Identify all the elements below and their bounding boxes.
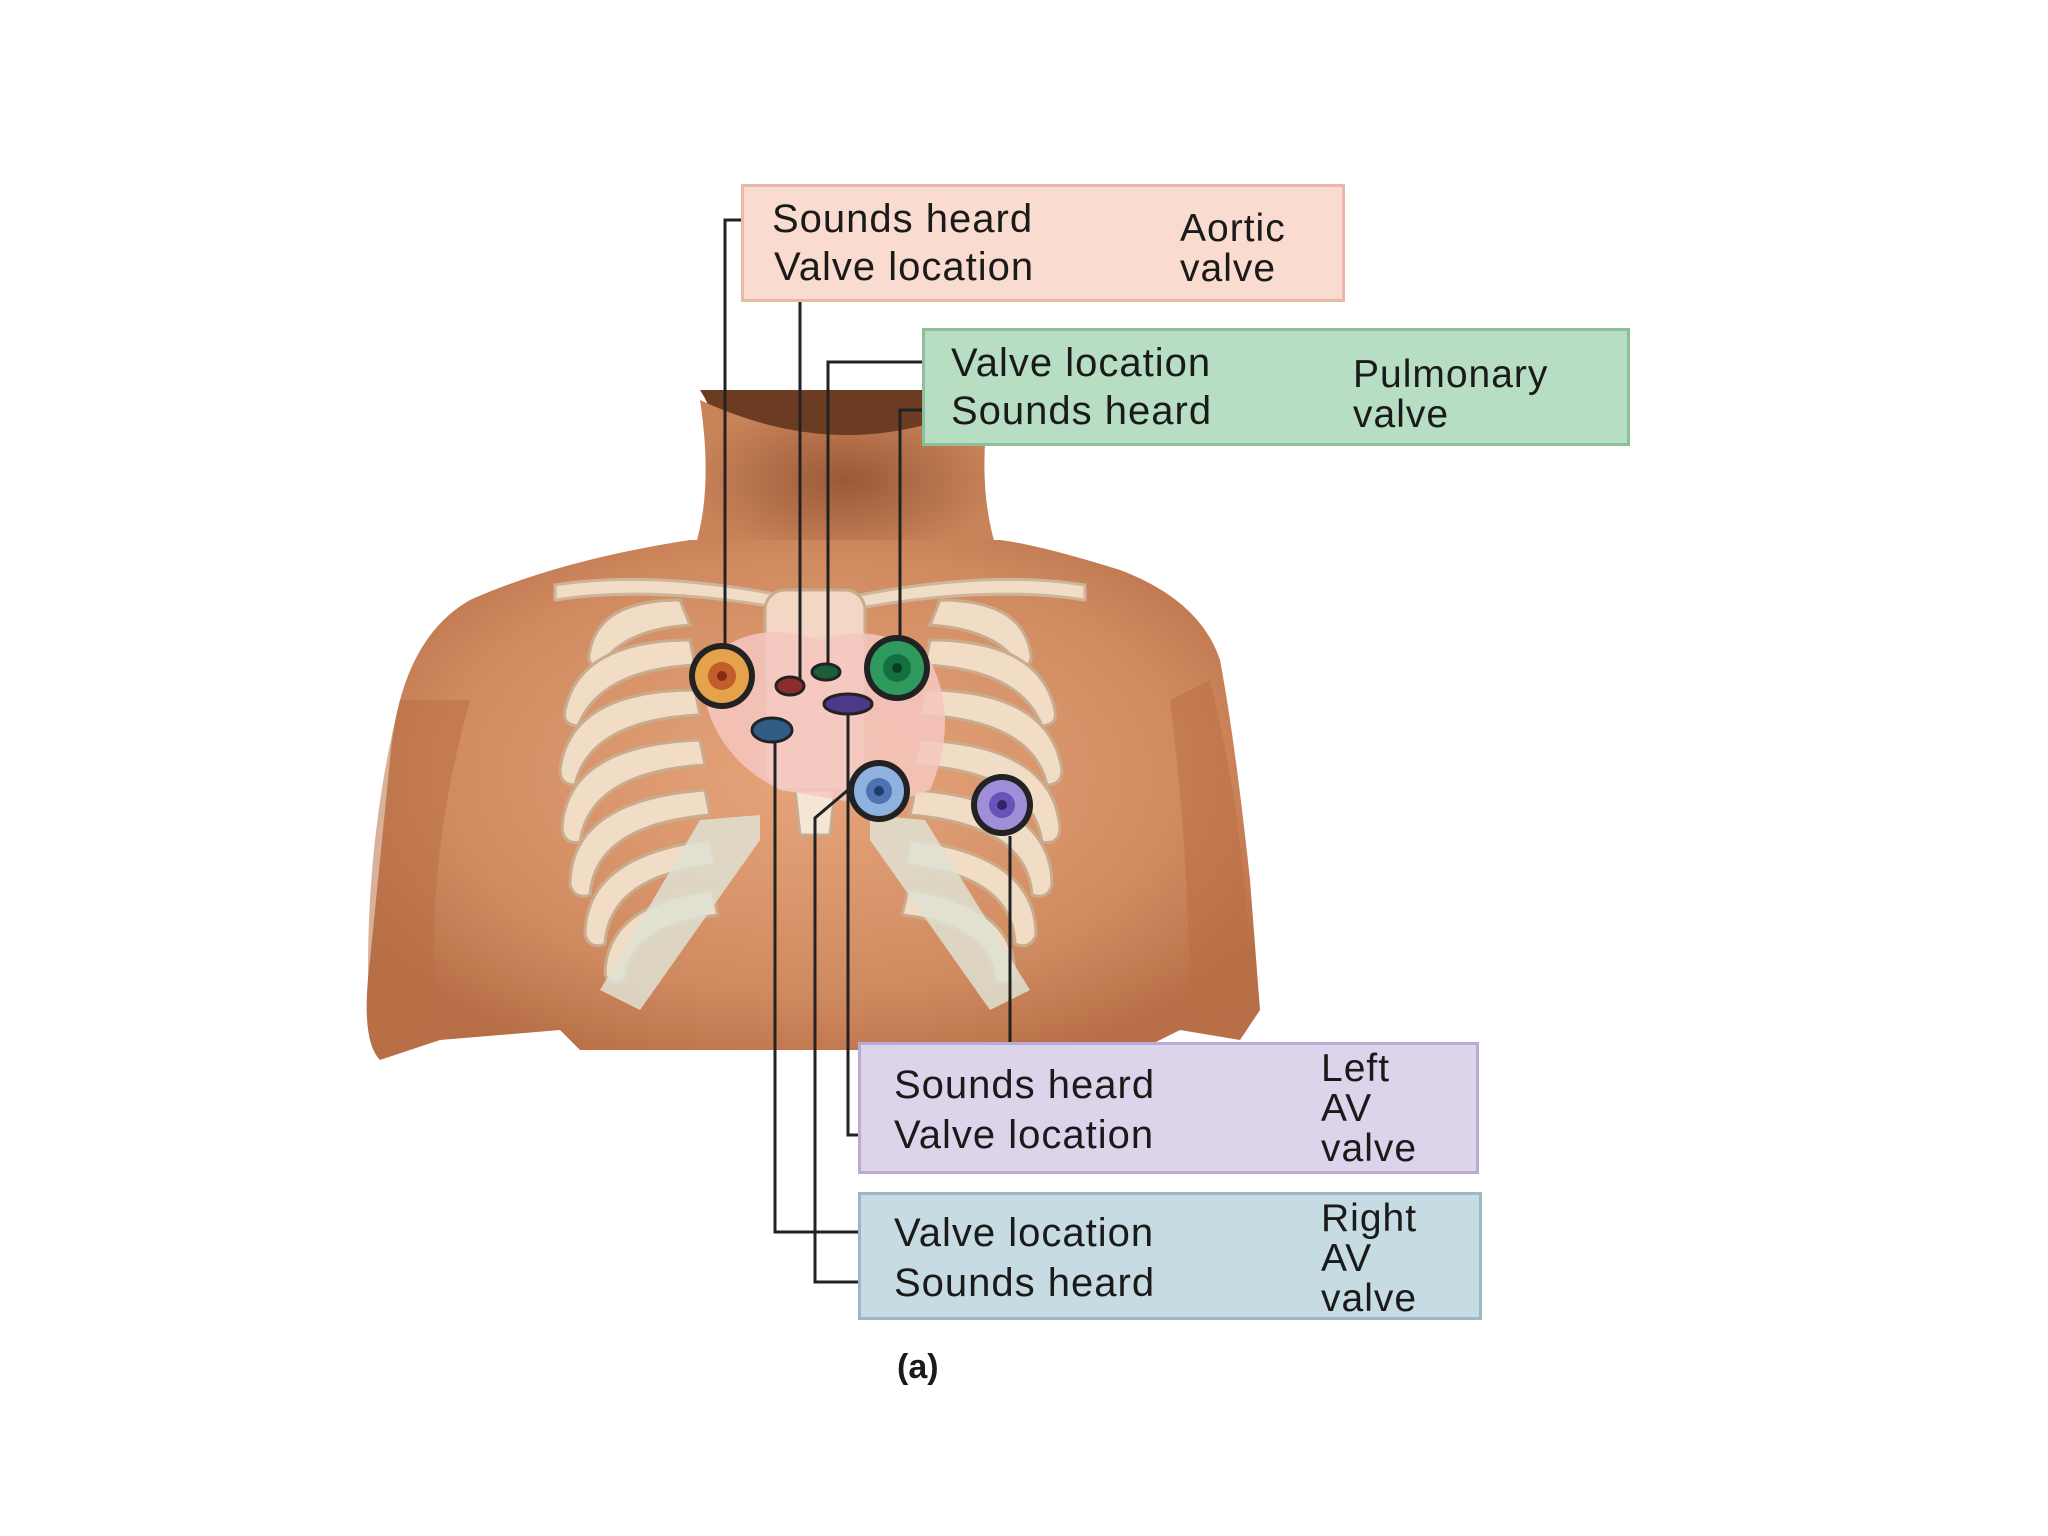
left-av-valve-name: Left AV valve <box>1321 1047 1418 1170</box>
pulmonary-sound-point <box>864 635 930 701</box>
left-av-sound-point <box>971 774 1033 836</box>
right-av-sound-point <box>848 760 910 822</box>
costal-cartilage <box>600 815 1030 1010</box>
aortic-sound-point <box>689 643 755 709</box>
right-av-sounds-heard-text: Sounds heard <box>894 1261 1156 1305</box>
left-av-valve-label: Sounds heard Valve location Left AV valv… <box>858 1042 1479 1174</box>
right-av-valve-location-text: Valve location <box>894 1211 1155 1255</box>
right-av-valve-name: Right AV valve <box>1321 1197 1418 1320</box>
aortic-valve-location <box>774 675 806 697</box>
right-av-valve-label: Valve location Sounds heard Right AV val… <box>858 1192 1482 1320</box>
auscultation-points <box>689 635 1033 836</box>
left-av-valve-location-text: Valve location <box>894 1113 1155 1157</box>
right-av-valve-location <box>750 716 794 744</box>
left-av-sounds-heard-text: Sounds heard <box>894 1063 1156 1107</box>
pulmonary-valve-location-text: Valve location <box>951 341 1212 385</box>
leader-lines <box>723 218 1012 1284</box>
aortic-valve-location-text: Valve location <box>774 245 1035 289</box>
pulmonary-sounds-heard-text: Sounds heard <box>951 389 1213 433</box>
pulmonary-valve-name: Pulmonary valve <box>1353 353 1549 436</box>
left-av-valve-location <box>822 692 874 716</box>
aortic-valve-label: Sounds heard Valve location Aortic valve <box>741 184 1345 302</box>
aortic-sounds-heard-text: Sounds heard <box>772 197 1034 241</box>
figure-caption: (a) <box>897 1348 939 1386</box>
pulmonary-valve-label: Valve location Sounds heard Pulmonary va… <box>922 328 1630 446</box>
pulmonary-valve-location <box>810 662 842 682</box>
aortic-valve-name: Aortic valve <box>1180 207 1286 290</box>
valve-location-markers <box>750 662 874 744</box>
